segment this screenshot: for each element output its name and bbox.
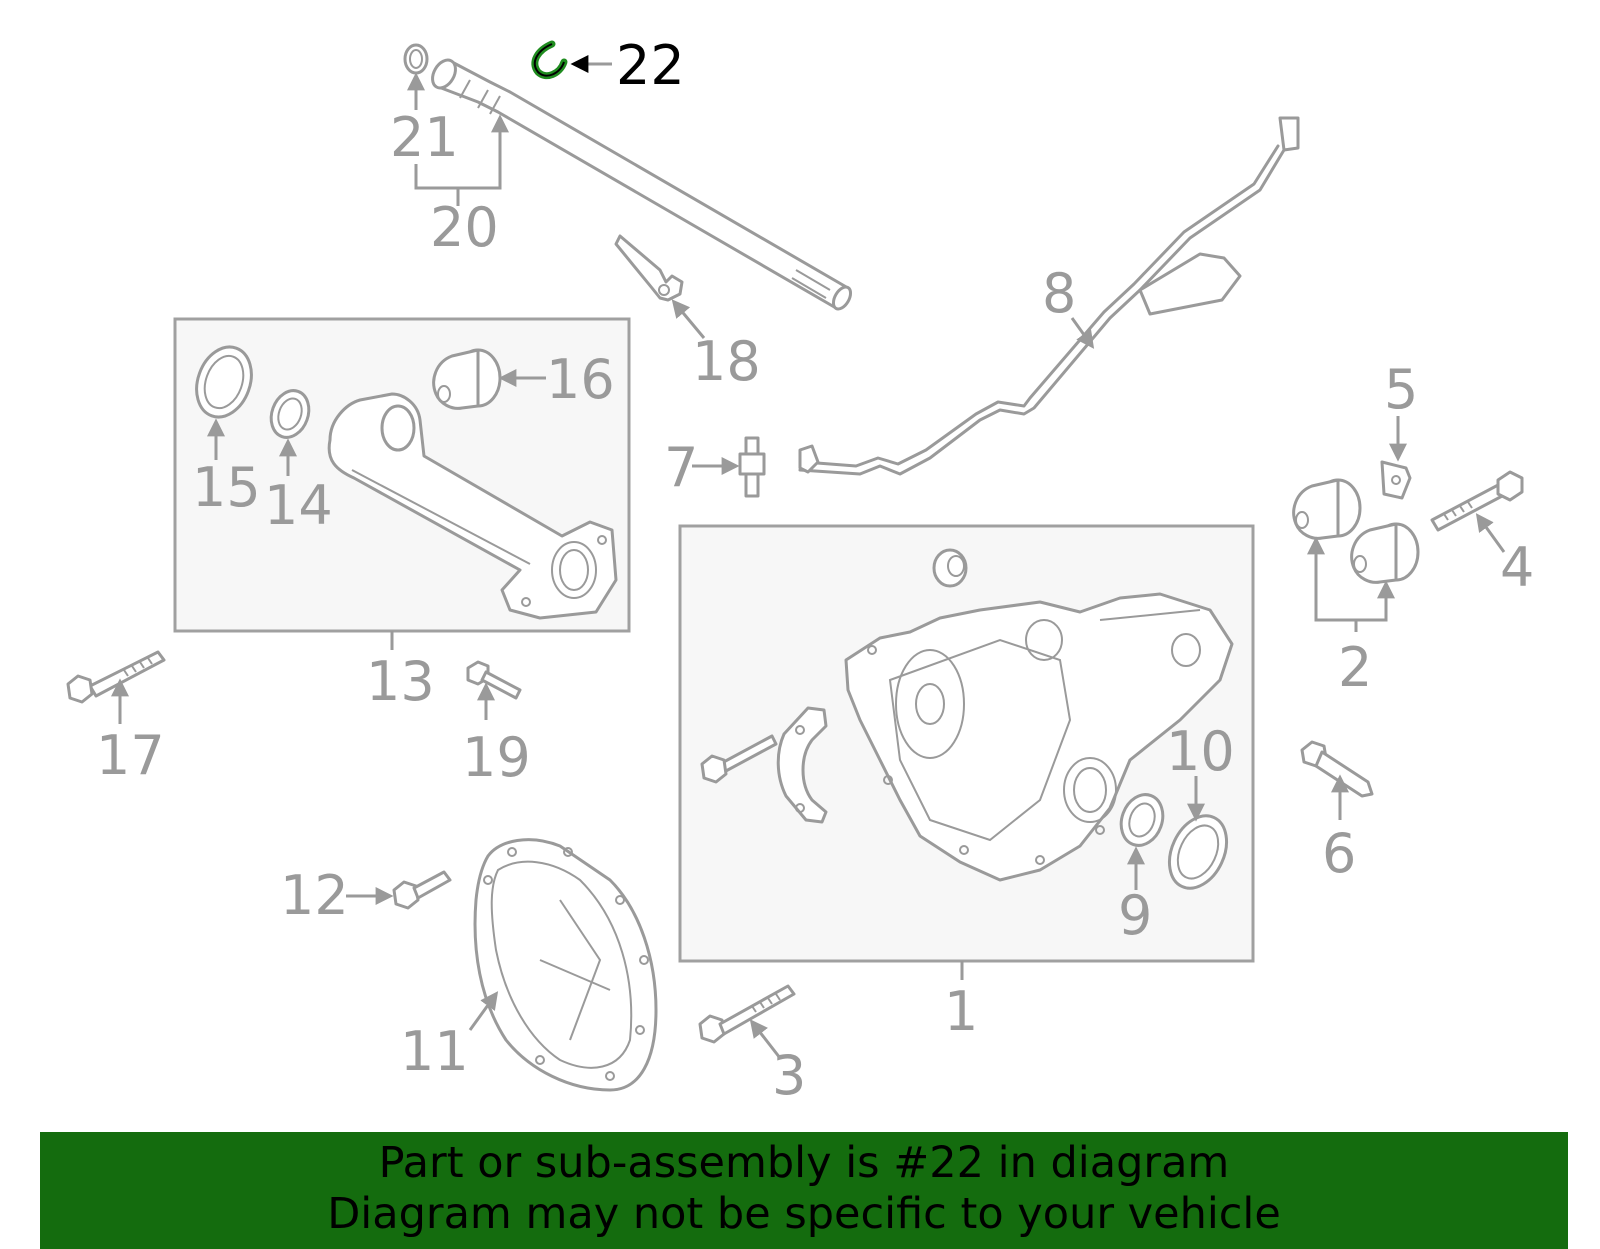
vent-fitting-part-7 <box>738 436 766 498</box>
callout-8[interactable]: 8 <box>1042 262 1076 325</box>
vent-hose-part-8 <box>798 116 1300 476</box>
bolt-part-3 <box>698 984 796 1044</box>
callout-22[interactable]: 22 <box>616 34 685 97</box>
callout-13[interactable]: 13 <box>366 650 435 713</box>
snap-ring-part-22 <box>531 40 568 80</box>
callout-20[interactable]: 20 <box>430 196 499 259</box>
axle-tube-part-13 <box>327 392 618 620</box>
callout-1[interactable]: 1 <box>944 980 978 1043</box>
bolt-part-12 <box>392 870 452 910</box>
banner-line-part: Part or sub-assembly is #22 in diagram <box>378 1138 1230 1188</box>
callout-14[interactable]: 14 <box>264 474 333 537</box>
differential-housing-part-1 <box>700 548 1234 890</box>
bracket-part-18 <box>614 234 684 302</box>
callout-15[interactable]: 15 <box>192 456 261 519</box>
info-banner: Part or sub-assembly is #22 in diagram D… <box>40 1132 1568 1249</box>
seal-part-15 <box>195 345 253 419</box>
callout-12[interactable]: 12 <box>280 864 349 927</box>
stud-part-19 <box>466 660 522 700</box>
callout-4[interactable]: 4 <box>1500 536 1534 599</box>
bearing-part-14 <box>269 389 311 439</box>
callout-17[interactable]: 17 <box>96 724 165 787</box>
bolt-part-17 <box>66 650 166 704</box>
callout-18[interactable]: 18 <box>692 330 761 393</box>
callout-3[interactable]: 3 <box>772 1044 806 1107</box>
bushing-pair-part-2 <box>1292 478 1420 584</box>
bracket-part-6 <box>1300 740 1374 798</box>
callout-labels: 22 21 20 18 16 15 14 13 17 19 7 8 5 4 2 … <box>96 34 1534 1107</box>
bolt-part-4 <box>1430 470 1524 532</box>
banner-line-disclaimer: Diagram may not be specific to your vehi… <box>327 1189 1281 1239</box>
callout-10[interactable]: 10 <box>1166 720 1235 783</box>
o-ring-part-21 <box>403 43 429 75</box>
clip-nut-part-5 <box>1380 460 1412 500</box>
leader-lines <box>111 55 1506 1059</box>
bushing-part-16 <box>432 348 502 410</box>
callout-11[interactable]: 11 <box>400 1020 469 1083</box>
callout-9[interactable]: 9 <box>1118 884 1152 947</box>
callout-21[interactable]: 21 <box>390 106 459 169</box>
axle-shaft-part-20 <box>431 58 853 311</box>
callout-2[interactable]: 2 <box>1338 636 1372 699</box>
differential-cover-part-11 <box>473 838 658 1092</box>
callout-5[interactable]: 5 <box>1384 358 1418 421</box>
callout-6[interactable]: 6 <box>1322 822 1356 885</box>
callout-7[interactable]: 7 <box>664 436 698 499</box>
callout-16[interactable]: 16 <box>546 348 615 411</box>
callout-19[interactable]: 19 <box>462 726 531 789</box>
